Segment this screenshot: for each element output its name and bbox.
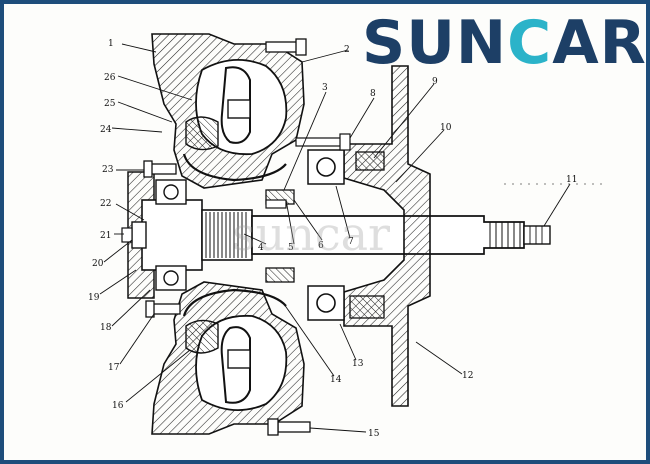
bearing-hub-lower	[155, 265, 187, 291]
shaft-spline	[489, 222, 521, 248]
coupling-cross-section-drawing: 1 2 3 4 5 6 7 8 9 10 11 12 13 14 15 16 1…	[88, 33, 604, 439]
callout-12: 12	[462, 371, 473, 381]
seal-sleeve-lower	[265, 267, 295, 283]
runner-shell-upper	[182, 153, 287, 182]
callout-16: 16	[112, 401, 124, 411]
callout-7: 7	[348, 237, 354, 247]
bolt-bearing-retainer	[295, 133, 351, 151]
brand-logo: SUNCAR	[362, 12, 646, 74]
bolt-top	[265, 38, 307, 56]
callout-19: 19	[88, 293, 100, 303]
callout-6: 6	[318, 241, 324, 251]
vane-lower	[220, 326, 251, 404]
bolt-upper-flange	[143, 160, 177, 178]
callout-9: 9	[432, 77, 438, 87]
callout-15: 15	[368, 429, 380, 439]
callout-8: 8	[370, 89, 376, 99]
runner-shell-lower	[182, 288, 287, 317]
logo-text-accent: C	[507, 8, 553, 78]
callout-13: 13	[352, 359, 364, 369]
logo-text-end: AR	[552, 8, 647, 78]
callout-11: 11	[566, 175, 577, 185]
callout-25: 25	[104, 99, 116, 109]
callout-4: 4	[258, 243, 264, 253]
bolt-bottom	[267, 418, 311, 436]
bearing-lower	[307, 285, 345, 321]
bearing-upper	[307, 149, 345, 185]
callout-18: 18	[100, 323, 112, 333]
callout-numbers: 1 2 3 4 5 6 7 8 9 10 11 12 13 14 15 16 1…	[88, 39, 577, 439]
leader-lines	[99, 43, 571, 433]
vane-upper	[220, 66, 251, 144]
callout-10: 10	[440, 123, 452, 133]
oil-seal-lower	[349, 295, 385, 319]
vane-block-upper	[227, 99, 251, 119]
callout-3: 3	[322, 83, 328, 93]
logo-text-start: SUN	[362, 8, 508, 78]
hub-bolt-head	[121, 227, 133, 243]
inner-shell-upper	[185, 116, 219, 151]
vane-block-lower	[227, 349, 251, 369]
hub-nut	[131, 221, 147, 249]
callout-2: 2	[344, 45, 350, 55]
callout-26: 26	[104, 73, 116, 83]
callout-22: 22	[100, 199, 111, 209]
callout-24: 24	[100, 125, 112, 135]
bearing-housing	[343, 65, 431, 407]
bolt-lower-flange	[145, 300, 181, 318]
callout-17: 17	[108, 363, 120, 373]
oil-seal-upper	[355, 151, 385, 171]
shaft-end	[523, 225, 551, 245]
shaft-end-spline	[529, 226, 543, 244]
fill-plug	[265, 199, 287, 209]
callout-20: 20	[92, 259, 104, 269]
output-shaft	[251, 215, 525, 255]
hub	[141, 199, 203, 271]
bearing-hub-upper	[155, 179, 187, 205]
callout-14: 14	[330, 375, 342, 385]
inner-shell-lower	[185, 319, 219, 354]
callout-5: 5	[288, 243, 294, 253]
callout-21: 21	[100, 231, 111, 241]
callout-1: 1	[108, 39, 114, 49]
spline-teeth	[205, 212, 247, 258]
callout-23: 23	[102, 165, 114, 175]
